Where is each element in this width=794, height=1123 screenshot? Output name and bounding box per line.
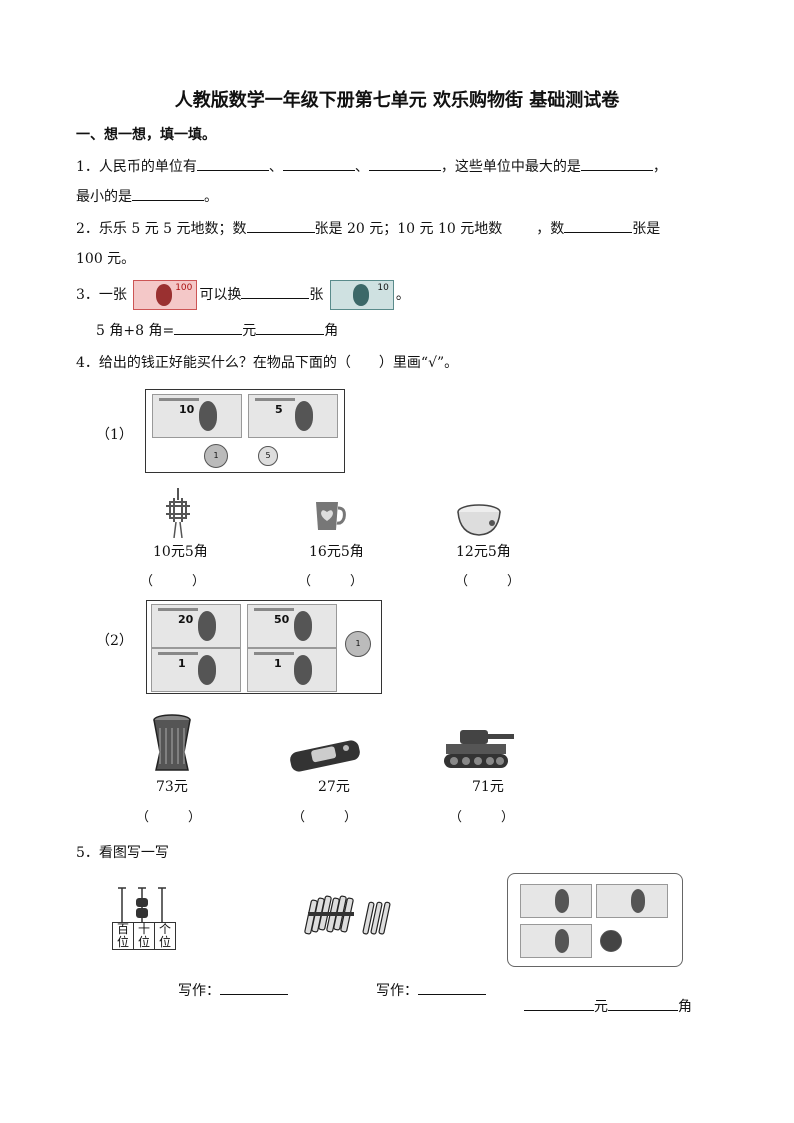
answer-blank[interactable] (246, 218, 315, 233)
question-1-line-2: 最小的是。 (76, 186, 218, 206)
banknote: 1 (247, 648, 337, 692)
bowl-icon (457, 504, 501, 536)
question-2-line-2: 100 元。 (76, 251, 136, 267)
banknote: 10 (152, 394, 242, 438)
hundred-yuan-banknote: 100 (133, 280, 198, 310)
abacus-base: 百位 十位 个位 (112, 922, 176, 950)
question-1-line-1: 1．人民币的单位有、、，这些单位中最大的是， (76, 156, 667, 176)
pencil-case-icon (290, 740, 360, 772)
question-number: 3． (76, 287, 99, 303)
part-1-label: （1） (96, 427, 133, 443)
answer-blank[interactable] (282, 156, 355, 171)
answer-parenthesis[interactable]: （ ） (136, 810, 202, 825)
part-2-money-box: 20 50 1 1 1 (146, 600, 382, 694)
price-label: 12元5角 (456, 544, 511, 560)
answer-parenthesis[interactable]: （ ） (449, 810, 515, 825)
answer-blank[interactable] (132, 186, 204, 201)
coin: 1 (345, 631, 371, 657)
question-3-line-2: 5 角+8 角=元角 (96, 320, 338, 340)
section-heading: 一、想一想，填一填。 (76, 127, 216, 143)
write-answer-sticks: 写作： (376, 980, 486, 1000)
answer-blank[interactable] (196, 156, 269, 171)
drum-icon (153, 714, 191, 771)
price-label: 71元 (472, 779, 504, 795)
price-label: 10元5角 (153, 544, 208, 560)
price-label: 16元5角 (309, 544, 364, 560)
banknote: 50 (247, 604, 337, 648)
question-number: 4． (76, 355, 99, 371)
question-4-prompt: 4．给出的钱正好能买什么？在物品下面的（ ）里画“√”。 (76, 355, 459, 371)
part-2-label: （2） (96, 633, 133, 649)
answer-blank[interactable] (524, 996, 594, 1011)
answer-blank[interactable] (241, 284, 310, 299)
coin (600, 930, 622, 952)
banknote (520, 884, 592, 918)
coin: 5 (258, 446, 278, 466)
abacus-place-tens: 十位 (134, 923, 155, 949)
answer-blank[interactable] (608, 996, 678, 1011)
answer-parenthesis[interactable]: （ ） (292, 810, 358, 825)
question-5-prompt: 5．看图写一写 (76, 845, 169, 861)
page-title: 人教版数学一年级下册第七单元 欢乐购物街 基础测试卷 (174, 90, 620, 111)
chinese-knot-icon (166, 488, 190, 538)
abacus-place-hundreds: 百位 (113, 923, 134, 949)
write-answer-abacus: 写作： (178, 980, 288, 1000)
answer-blank[interactable] (368, 156, 441, 171)
write-answer-money: 元角 (524, 996, 692, 1016)
banknote: 20 (151, 604, 241, 648)
abacus-place-ones: 个位 (158, 922, 171, 949)
cup-icon (316, 502, 346, 530)
answer-blank[interactable] (220, 980, 288, 995)
answer-blank[interactable] (174, 320, 243, 335)
answer-parenthesis[interactable]: （ ） (298, 574, 364, 589)
price-label: 73元 (156, 779, 188, 795)
part-1-money-box: 10 5 1 5 (145, 389, 345, 473)
ten-yuan-banknote: 10 (329, 280, 394, 310)
banknote (520, 924, 592, 958)
answer-blank[interactable] (256, 320, 325, 335)
banknote (596, 884, 668, 918)
question-number: 2． (76, 221, 99, 237)
q5-money-box (507, 873, 683, 967)
answer-parenthesis[interactable]: （ ） (455, 574, 521, 589)
question-number: 1． (76, 159, 99, 175)
coin: 1 (204, 444, 228, 468)
answer-parenthesis[interactable]: （ ） (140, 574, 206, 589)
banknote: 5 (248, 394, 338, 438)
banknote: 1 (151, 648, 241, 692)
counting-sticks-icon (304, 895, 391, 935)
toy-tank-icon (444, 730, 514, 768)
price-label: 27元 (318, 779, 350, 795)
answer-blank[interactable] (418, 980, 486, 995)
question-2-line-1: 2．乐乐 5 元 5 元地数；数张是 20 元；10 元 10 元地数，数张是 (76, 218, 660, 238)
question-number: 5． (76, 845, 99, 861)
abacus-rods (118, 887, 166, 922)
answer-blank[interactable] (564, 218, 633, 233)
answer-blank[interactable] (580, 156, 653, 171)
